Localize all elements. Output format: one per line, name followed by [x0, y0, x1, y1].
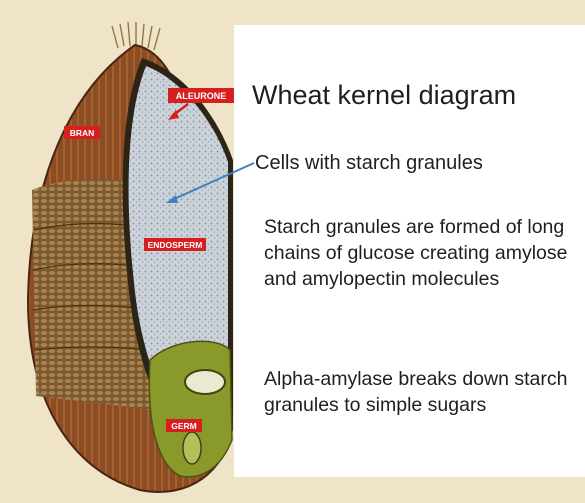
- alpha-amylase-paragraph: Alpha-amylase breaks down starch granule…: [264, 366, 582, 418]
- germ-embryo: [185, 370, 225, 394]
- starch-cells-callout: Cells with starch granules: [255, 152, 483, 175]
- endosperm-label: ENDOSPERM: [144, 238, 206, 251]
- germ-label: GERM: [166, 419, 202, 432]
- bran-label-text: BRAN: [70, 128, 95, 138]
- endosperm-label-text: ENDOSPERM: [148, 240, 203, 250]
- germ-label-text: GERM: [171, 421, 197, 431]
- slide-title: Wheat kernel diagram: [252, 80, 516, 111]
- germ-root: [183, 432, 201, 464]
- aleurone-label: ALEURONE: [168, 88, 234, 103]
- starch-granules-paragraph: Starch granules are formed of long chain…: [264, 214, 582, 292]
- aleurone-label-text: ALEURONE: [176, 91, 227, 101]
- bran-label: BRAN: [64, 126, 100, 139]
